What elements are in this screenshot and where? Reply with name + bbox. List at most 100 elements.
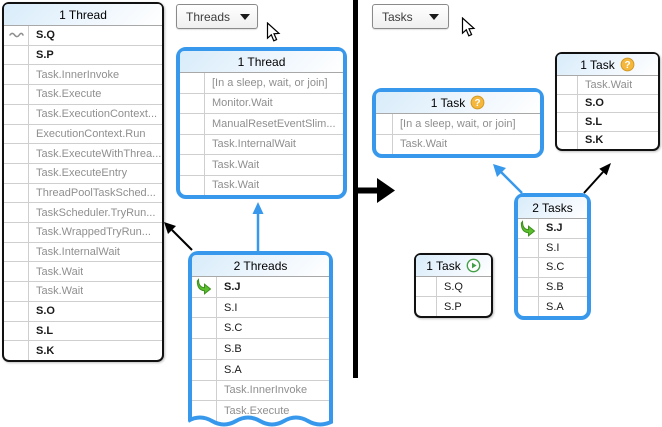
stack-frame-row[interactable]: TaskScheduler.TryRun... — [4, 202, 162, 223]
frame-label: ThreadPoolTaskSched... — [36, 186, 156, 199]
stack-frame-row[interactable]: S.C — [192, 317, 329, 339]
frame-label: S.O — [36, 305, 55, 318]
frame-gutter — [4, 65, 29, 85]
stack-frame-row[interactable]: S.Q — [416, 277, 491, 296]
stack-frame-row[interactable]: ThreadPoolTaskSched... — [4, 182, 162, 203]
stack-frame-row[interactable]: Task.Wait — [376, 133, 540, 154]
frame-label: Task.InnerInvoke — [224, 384, 308, 397]
stack-frame-row[interactable]: S.O — [557, 93, 658, 112]
frame-label: S.C — [224, 322, 243, 335]
frame-gutter — [376, 134, 393, 154]
stack-frame-row[interactable]: S.K — [557, 130, 658, 149]
threads-view-dropdown[interactable]: Threads — [176, 4, 258, 29]
frame-label: S.K — [36, 344, 55, 357]
stack-frame-row[interactable]: Task.WrappedTryRun... — [4, 222, 162, 242]
stack-frame-row[interactable]: S.Q — [4, 26, 162, 45]
frame-label: Task.InnerInvoke — [36, 68, 120, 81]
frame-gutter — [4, 242, 29, 262]
stack-frame-list: S.Q S.P — [416, 277, 491, 316]
stack-frame-row[interactable]: S.A — [192, 358, 329, 380]
frame-gutter — [4, 321, 29, 341]
stack-frame-row[interactable]: Task.ExecuteWithThrea... — [4, 143, 162, 163]
frame-gutter — [557, 94, 578, 112]
stack-frame-row[interactable]: Task.ExecuteEntry — [4, 162, 162, 183]
chevron-down-icon — [429, 13, 439, 20]
frame-gutter — [4, 341, 29, 360]
stack-frame-row[interactable]: S.C — [518, 257, 587, 277]
thread-stack-box-selected[interactable]: 1 Thread [In a sleep, wait, or join] Moni… — [176, 47, 347, 199]
frame-gutter — [4, 301, 29, 321]
stack-frame-row[interactable]: Task.Wait — [180, 174, 343, 195]
stack-frame-row[interactable]: Task.Wait — [4, 281, 162, 301]
stack-frame-row[interactable]: S.P — [4, 44, 162, 65]
frame-gutter — [4, 45, 29, 65]
stack-box-title: 2 Threads — [233, 258, 288, 273]
connector-arrow-blue-icon — [493, 164, 523, 194]
frame-label: S.J — [224, 280, 241, 293]
stack-frame-row[interactable]: ExecutionContext.Run — [4, 123, 162, 144]
stack-frame-row[interactable]: Monitor.Wait — [180, 92, 343, 113]
current-frame-icon — [518, 219, 539, 238]
stack-frame-row[interactable]: S.I — [192, 296, 329, 318]
stack-frame-row[interactable]: S.A — [518, 296, 587, 316]
frame-label: Monitor.Wait — [212, 97, 273, 110]
frame-label: Task.Wait — [36, 265, 84, 278]
frame-gutter — [376, 114, 393, 134]
stack-frame-row[interactable]: Task.Execute — [192, 400, 329, 422]
stack-box-header: 2 Threads — [192, 255, 329, 277]
stack-frame-row[interactable]: S.J — [192, 277, 329, 297]
stack-frame-row[interactable]: Task.Execute — [4, 84, 162, 104]
stack-frame-row[interactable]: Task.Wait — [4, 261, 162, 282]
frame-label: S.L — [36, 324, 54, 337]
frame-gutter — [416, 297, 437, 316]
frame-label: S.B — [224, 343, 242, 356]
stack-frame-row[interactable]: Task.InnerInvoke — [192, 379, 329, 401]
stack-frame-row[interactable]: S.O — [4, 300, 162, 321]
stack-frame-row[interactable]: [In a sleep, wait, or join] — [180, 73, 343, 93]
stack-frame-row[interactable]: S.J — [518, 219, 587, 238]
frame-gutter — [180, 155, 205, 175]
stack-frame-row[interactable]: S.L — [4, 320, 162, 341]
threads-group-stack-box[interactable]: 2 Threads S.J S.I S.C S.B S.A Task.InnerInvok… — [188, 251, 333, 427]
frame-gutter — [4, 262, 29, 282]
task-stack-box-selected[interactable]: 1 Task ? [In a sleep, wait, or join]Task… — [372, 88, 544, 158]
stack-box-header: 1 Thread — [4, 4, 162, 26]
frame-label: ManualResetEventSlim... — [212, 117, 336, 130]
tasks-view-dropdown[interactable]: Tasks — [372, 4, 449, 29]
frame-label: Task.Wait — [212, 179, 260, 192]
frame-label: Task.Execute — [224, 405, 290, 418]
stack-frame-row[interactable]: Task.Wait — [180, 154, 343, 175]
panel-divider — [353, 0, 358, 378]
stack-box-title: 1 Thread — [237, 54, 286, 69]
stack-frame-row[interactable]: S.P — [416, 296, 491, 316]
stack-frame-row[interactable]: S.K — [4, 340, 162, 360]
play-icon — [466, 258, 481, 273]
frame-label: ExecutionContext.Run — [36, 127, 146, 140]
stack-frame-row[interactable]: S.B — [518, 276, 587, 297]
frame-label: S.P — [444, 300, 462, 313]
stack-frame-row[interactable]: S.B — [192, 338, 329, 359]
stack-frame-row[interactable]: Task.InternalWait — [4, 241, 162, 262]
connector-arrow-black-icon — [583, 163, 611, 194]
stack-frame-row[interactable]: Task.Wait — [557, 76, 658, 94]
frame-gutter — [180, 73, 205, 93]
stack-frame-row[interactable]: ManualResetEventSlim... — [180, 113, 343, 134]
stack-frame-row[interactable]: [In a sleep, wait, or join] — [376, 114, 540, 134]
stack-frame-list: [In a sleep, wait, or join]Task.Wait — [376, 114, 540, 154]
current-frame-icon — [192, 277, 217, 297]
frame-gutter — [4, 144, 29, 163]
stack-frame-row[interactable]: Task.InnerInvoke — [4, 64, 162, 85]
stack-frame-row[interactable]: S.L — [557, 112, 658, 131]
dropdown-label: Tasks — [382, 9, 413, 24]
stack-frame-row[interactable]: Task.InternalWait — [180, 133, 343, 154]
stack-frame-row[interactable]: S.I — [518, 237, 587, 258]
frame-label: TaskScheduler.TryRun... — [36, 206, 156, 219]
stack-frame-row[interactable]: Task.ExecutionContext... — [4, 103, 162, 124]
